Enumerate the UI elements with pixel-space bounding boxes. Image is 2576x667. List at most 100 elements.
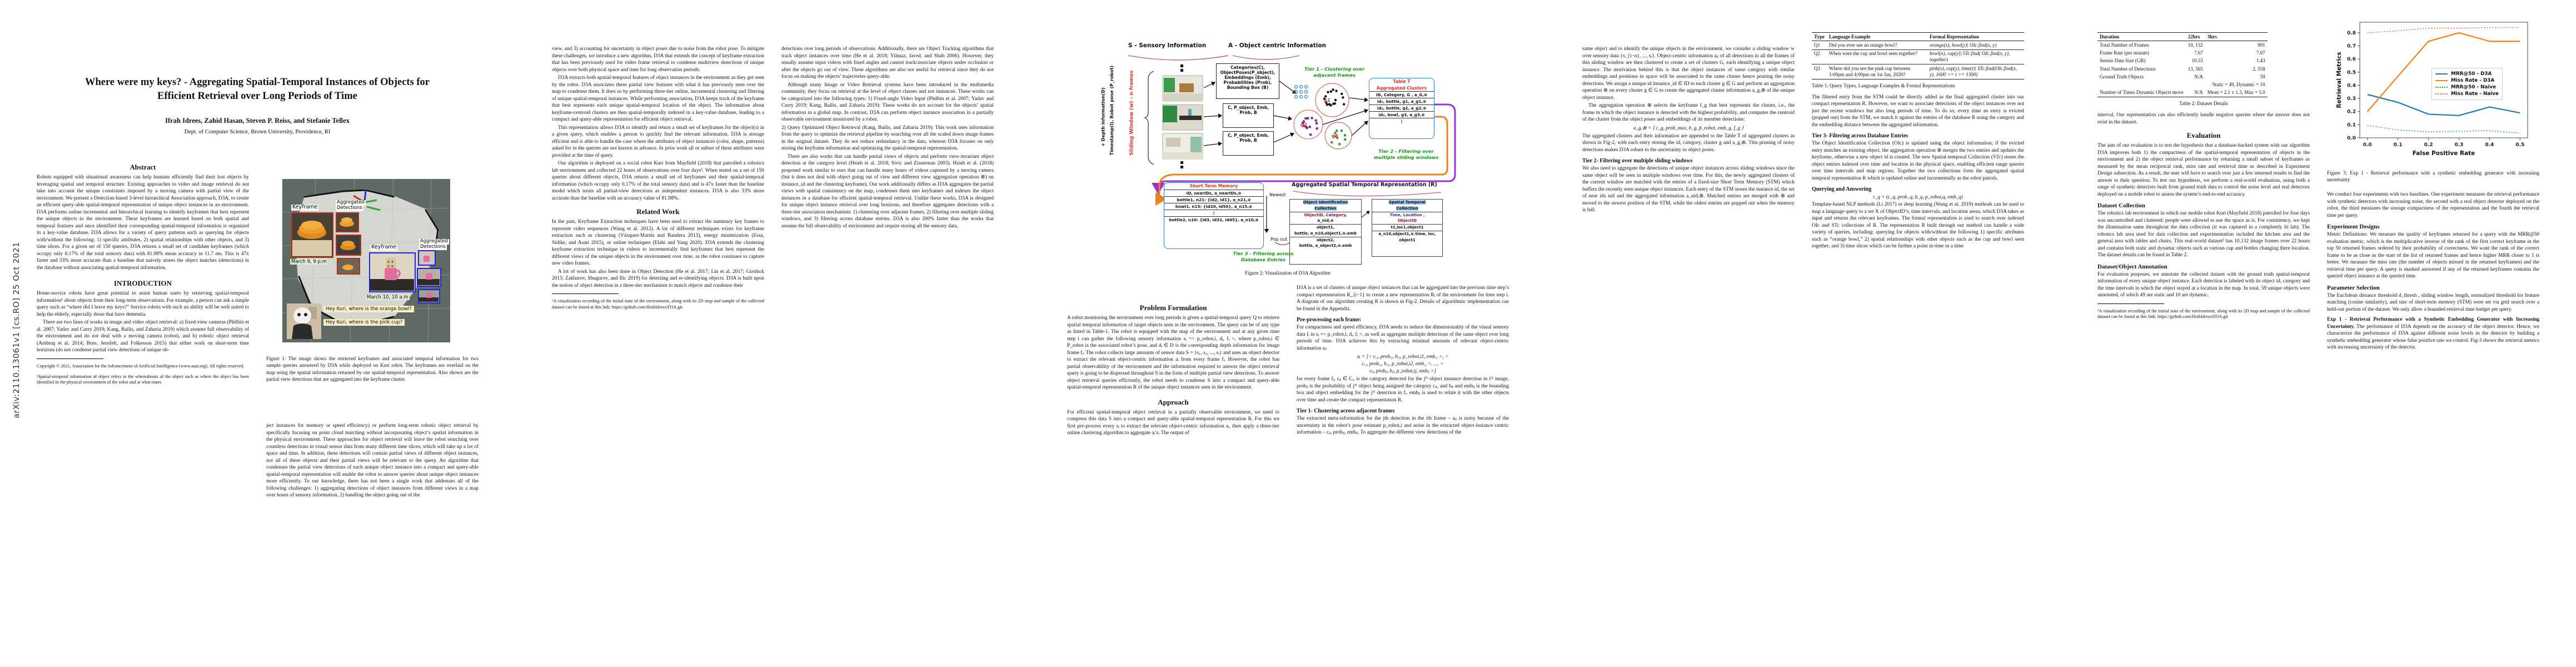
body-paragraph: ject instances for memory or speed effic… <box>266 423 479 498</box>
stc-title-2: Collection <box>1396 206 1418 211</box>
svg-text:0.3: 0.3 <box>2347 96 2356 102</box>
aggregated-detections-label-2a: Aggregated <box>419 238 449 245</box>
footnote-2[interactable]: ²A visualization recording of the initia… <box>552 298 764 310</box>
stm-row: bottle1, n21: {id2, id1}, a_n21,⊗ <box>1164 196 1263 203</box>
oic-row: ObjectID, Category, <box>1290 211 1361 218</box>
figure-3-caption-wrap: Figure 3: Exp 1 - Retrieval performance … <box>2327 165 2539 188</box>
detection-thumb-2 <box>336 235 361 256</box>
stm-row: ⋮ <box>1164 209 1263 216</box>
svg-text:0.4: 0.4 <box>2347 83 2356 88</box>
approach-heading: Approach <box>1158 397 1189 406</box>
body-paragraph: There are also works that can handle par… <box>781 153 994 229</box>
page-3: S - Sensory Information A - Object centr… <box>1030 0 1546 667</box>
figure-2-diagram: S - Sensory Information A - Object centr… <box>1045 16 1523 267</box>
table-2-caption: Table 2: Dataset Details <box>2179 101 2228 106</box>
table-t-row: id₃, bowl, g3, a_g3,⊗ <box>1369 111 1434 118</box>
footnote-rule <box>552 293 619 294</box>
table-1-caption: Table 1: Query Types, Language Examples … <box>1812 82 1955 88</box>
footnote-3[interactable]: ³A visualization recording of the initia… <box>2097 308 2310 320</box>
body-paragraph: Although many Image or Video Retrieval s… <box>781 82 994 123</box>
svg-text:0.6: 0.6 <box>2347 57 2356 62</box>
cluster-g1-label: g1 <box>1324 97 1331 103</box>
p3-right-column: D3A is a set of clusters of unique objec… <box>1297 285 1509 651</box>
detection-thumb-5 <box>417 268 441 287</box>
svg-text:0.3: 0.3 <box>2454 142 2463 148</box>
sensory-info-header: S - Sensory Information <box>1128 42 1207 49</box>
table-t-box: Table T Aggregated Clusters ID, Category… <box>1369 78 1434 139</box>
p2-left-column: view, and 3) accounting for uncertainty … <box>552 46 764 646</box>
oic-row: a_nid,⊗ <box>1317 218 1334 223</box>
table-t-row: ID, Category, G , a_G,⊗ <box>1369 91 1434 98</box>
paper-title-line2: Efficient Retrieval over Long Periods of… <box>157 91 357 102</box>
body-paragraph: In the past, Keyframe Extraction techniq… <box>552 219 764 266</box>
svg-text:0.0: 0.0 <box>2363 142 2372 148</box>
page-4: same object and to identify the unique o… <box>1546 0 2061 667</box>
page-1: arXiv:2110.13061v1 [cs.RO] 25 Oct 2021 W… <box>0 0 516 667</box>
body-paragraph: D3A is a set of clusters of unique objec… <box>1297 285 1509 312</box>
table-header-cell: 3hrs <box>2207 33 2217 39</box>
figure-1-caption: Figure 1: The image shows the retrieved … <box>266 356 479 382</box>
p4-left-column: same object and to identify the unique o… <box>1582 46 1795 646</box>
timestamp-label-2: March 10, 10 a.m <box>366 295 410 300</box>
body-paragraph: We also need to aggregate the detections… <box>1582 166 1795 213</box>
table-t-row: id₂, bottle, g2, a_g2,⊗ <box>1369 104 1434 111</box>
object-info-box-1: Categories(C), ObjectPoses(P_object), Em… <box>1216 63 1279 99</box>
legend-item: Miss Rate - D3A <box>2435 78 2499 83</box>
keyframe-thumb-orange-bowl <box>291 212 333 258</box>
footnote-rule <box>2097 303 2164 304</box>
body-paragraph: For evaluation purposes, we annotate the… <box>2097 271 2310 298</box>
body-paragraph: same object and to identify the unique o… <box>1582 46 1795 101</box>
page-2: view, and 3) accounting for uncertainty … <box>515 0 1031 667</box>
body-paragraph: The aggregation operation ⊗ selects the … <box>1582 103 1795 122</box>
aggregated-detections-label-2b: Detections <box>419 244 447 250</box>
sliding-window-label: Sliding Window (w) - n frames <box>1129 70 1135 156</box>
svg-text:0.7: 0.7 <box>2347 44 2356 49</box>
table-header-cell: Duration <box>2100 33 2120 39</box>
equation-line: cᵢⱼ, probᵢⱼ, bᵢⱼ, p_robot,ij, embᵢⱼ >] <box>1369 368 1436 374</box>
stc-table: Spatial Temporal Collection Time, Locati… <box>1372 199 1443 257</box>
stm-row: bottle2, n10: {id3, id32, id45}, a_n10,⊗ <box>1164 216 1263 223</box>
stc-row: object1 <box>1399 237 1416 242</box>
legend-item: MRR@50 - D3A <box>2435 71 2499 77</box>
cluster-g3-label: g3 <box>1332 133 1338 138</box>
legend-item: Miss Rate - Naive <box>2435 91 2499 97</box>
stc-row: a_n10,object1,⊗.time, loc, <box>1372 230 1442 237</box>
body-paragraph: detections over long periods of observat… <box>781 46 994 79</box>
body-paragraph: The aggregated clusters and their inform… <box>1582 133 1795 153</box>
body-paragraph: interval. Our representation can also ef… <box>2097 112 2310 125</box>
body-paragraph: The Object Identification Collection (OI… <box>1812 141 2024 181</box>
query-bubble-2: Hey Kuri, where is the pink cup? <box>323 319 405 326</box>
copyright-note: Copyright © 2021, Association for the Ad… <box>37 363 245 369</box>
kuri-robot-photo <box>287 303 321 339</box>
body-paragraph: Our algorithm is deployed on a social ro… <box>552 161 764 201</box>
equation-line: r_q = (c_q, prob_q, b_q, p_robot,q, emb_… <box>1873 194 1963 200</box>
short-term-memory-box: Short Term Memory ID, nearIDs, a_nearIDs… <box>1164 182 1264 249</box>
svg-text:0.4: 0.4 <box>2485 142 2494 148</box>
authors: Ifrah Idrees, Zahid Hasan, Steven P. Rei… <box>165 117 350 125</box>
table-row: Static = 49, Dynamic = 10 <box>2212 82 2265 87</box>
equation-line: cᵢ₂, probᵢ₂, bᵢ₂, p_robot,i2, embᵢ₂ >, .… <box>1362 361 1444 366</box>
body-paragraph: D3A extracts both spatial-temporal featu… <box>552 75 764 122</box>
table-header-cell: 22hrs <box>2188 33 2200 39</box>
tier2-label-a: Tier 2 - Filtering over <box>1378 148 1434 154</box>
detection-thumb-4 <box>418 250 436 266</box>
timestamp-label-1: March 9, 9 p.m <box>290 259 328 265</box>
keyframe-label-2: Keyframe <box>370 244 398 251</box>
cluster-g2-label: g2 <box>1301 122 1307 127</box>
p5-right-column: We conduct four experiments with two bas… <box>2327 191 2539 647</box>
intro-paragraph: There are two lines of works in image an… <box>37 320 249 353</box>
body-paragraph: for every frame fᵢ, cᵢⱼ ∈ Cᵢ, is the cat… <box>1297 376 1509 403</box>
